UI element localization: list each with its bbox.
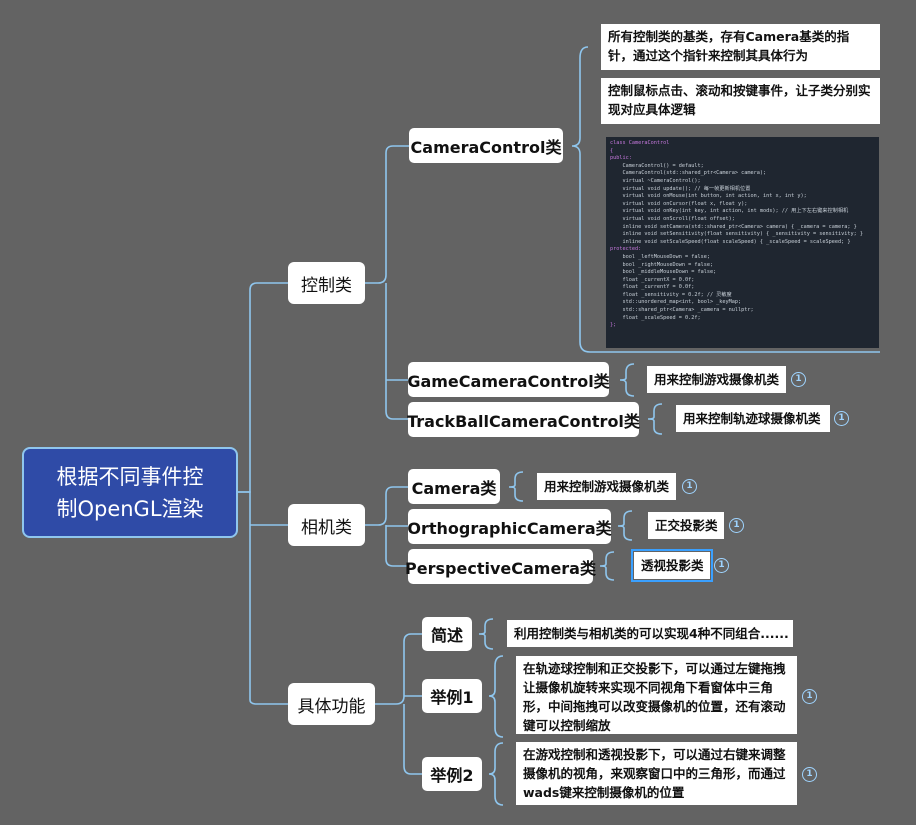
node-summary[interactable]: 简述 xyxy=(422,617,472,651)
node-camera-control[interactable]: CameraControl类 xyxy=(409,128,563,163)
node-game-camera-control[interactable]: GameCameraControl类 xyxy=(407,362,610,397)
info-badge-icon[interactable]: 1 xyxy=(791,372,806,387)
code-line: inline void setScaleSpeed(float scaleSpe… xyxy=(610,238,851,245)
code-line: std::unordered_map<int, bool> _keyMap; xyxy=(610,299,742,306)
note-game-camera-control[interactable]: 用来控制游戏摄像机类 xyxy=(647,366,786,393)
code-line: { xyxy=(610,147,614,154)
node-example-1[interactable]: 举例1 xyxy=(422,679,482,713)
note-example-2[interactable]: 在游戏控制和透视投影下，可以通过右键来调整摄像机的视角，来观察窗口中的三角形，而… xyxy=(516,742,797,805)
info-badge-icon[interactable]: 1 xyxy=(834,411,849,426)
root-line-1: 根据不同事件控 xyxy=(56,464,204,489)
note-example-1[interactable]: 在轨迹球控制和正交投影下，可以通过左键拖拽让摄像机旋转来实现不同视角下看窗体中三… xyxy=(516,656,797,734)
code-line: float _scaleSpeed = 0.2f; xyxy=(610,314,701,321)
code-line: virtual void onMouse(int button, int act… xyxy=(610,193,807,200)
root-line-2: 制OpenGL渲染 xyxy=(56,496,204,521)
node-perspective-camera[interactable]: PerspectiveCamera类 xyxy=(405,549,596,584)
code-snippet-image: class CameraControl{public: CameraContro… xyxy=(606,137,879,348)
code-line: virtual ~CameraControl(); xyxy=(610,177,701,184)
note-camera-control-base[interactable]: 所有控制类的基类，存有Camera基类的指针，通过这个指针来控制其具体行为 xyxy=(601,24,880,70)
note-camera[interactable]: 用来控制游戏摄像机类 xyxy=(537,473,676,500)
note-camera-control-events[interactable]: 控制鼠标点击、滚动和按键事件，让子类分别实现对应具体逻辑 xyxy=(601,78,880,124)
node-camera[interactable]: Camera类 xyxy=(408,469,500,504)
code-line: virtual void onScroll(float offset); xyxy=(610,215,735,222)
note-summary[interactable]: 利用控制类与相机类的可以实现4种不同组合...... xyxy=(507,620,793,647)
info-badge-icon[interactable]: 1 xyxy=(802,767,817,782)
branch-control[interactable]: 控制类 xyxy=(288,262,365,304)
note-trackball-camera-control[interactable]: 用来控制轨迹球摄像机类 xyxy=(676,405,830,432)
note-perspective-camera[interactable]: 透视投影类 xyxy=(631,549,713,582)
branch-function[interactable]: 具体功能 xyxy=(288,683,375,725)
code-line: float _currentX = 0.0f; xyxy=(610,276,695,283)
code-line: bool _leftMouseDown = false; xyxy=(610,253,710,260)
code-line: CameraControl(std::shared_ptr<Camera> ca… xyxy=(610,170,767,177)
code-line: class CameraControl xyxy=(610,140,670,146)
node-example-2[interactable]: 举例2 xyxy=(422,757,482,791)
note-orthographic-camera[interactable]: 正交投影类 xyxy=(648,512,724,539)
code-line: CameraControl() = default; xyxy=(610,162,704,169)
code-line: float _currentY = 0.0f; xyxy=(610,284,695,291)
code-line: virtual void onKey(int key, int action, … xyxy=(610,208,849,215)
info-badge-icon[interactable]: 1 xyxy=(729,518,744,533)
code-line: inline void setSensitivity(float sensiti… xyxy=(610,231,863,238)
node-trackball-camera-control[interactable]: TrackBallCameraControl类 xyxy=(407,402,640,437)
code-line: public: xyxy=(610,155,632,162)
info-badge-icon[interactable]: 1 xyxy=(714,558,729,573)
code-line: std::shared_ptr<Camera> _camera = nullpt… xyxy=(610,307,754,314)
root-node[interactable]: 根据不同事件控 制OpenGL渲染 xyxy=(22,447,238,538)
info-badge-icon[interactable]: 1 xyxy=(682,479,697,494)
code-line: virtual void onCursor(float x, float y); xyxy=(610,200,748,207)
branch-camera[interactable]: 相机类 xyxy=(288,504,365,546)
code-line: virtual void update(); // 每一帧更新相机位置 xyxy=(610,185,751,192)
code-line: bool _middleMouseDown = false; xyxy=(610,269,717,276)
code-line: inline void setCamera(std::shared_ptr<Ca… xyxy=(610,223,857,230)
code-line: float _sensitivity = 0.2f; // 灵敏度 xyxy=(610,291,732,298)
code-line: }; xyxy=(610,322,617,329)
code-line: bool _rightMouseDown = false; xyxy=(610,261,714,268)
code-line: protected: xyxy=(610,246,642,253)
info-badge-icon[interactable]: 1 xyxy=(802,689,817,704)
node-orthographic-camera[interactable]: OrthographicCamera类 xyxy=(407,509,612,544)
